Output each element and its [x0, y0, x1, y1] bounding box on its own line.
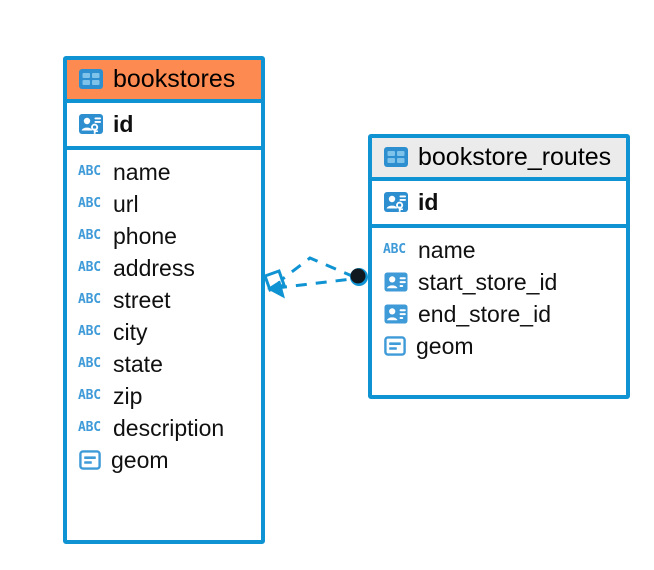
- field-row-address[interactable]: ABC address: [67, 252, 261, 284]
- entity-header-bookstore-routes[interactable]: bookstore_routes: [372, 138, 626, 177]
- field-name: geom: [111, 447, 169, 474]
- field-row-street[interactable]: ABC street: [67, 284, 261, 316]
- text-type-icon: ABC: [78, 164, 101, 180]
- field-row-geom[interactable]: geom: [372, 330, 626, 362]
- field-row-name[interactable]: ABC name: [67, 156, 261, 188]
- text-type-icon: ABC: [78, 292, 101, 308]
- field-list: ABC name ABC url ABC phone ABC address A…: [67, 150, 261, 483]
- geometry-type-icon: [79, 450, 101, 471]
- field-name: end_store_id: [418, 301, 551, 328]
- field-row-start-store-id[interactable]: start_store_id: [372, 266, 626, 298]
- field-name: state: [113, 351, 163, 378]
- field-row-state[interactable]: ABC state: [67, 348, 261, 380]
- crows-foot-diamond-icon: [263, 269, 286, 299]
- text-type-icon: ABC: [78, 388, 101, 404]
- field-list: ABC name start_store_id: [372, 228, 626, 369]
- field-row-end-store-id[interactable]: end_store_id: [372, 298, 626, 330]
- relationship-line-upper: [275, 256, 353, 286]
- field-name: start_store_id: [418, 269, 558, 296]
- field-name: name: [113, 159, 171, 186]
- entity-title: bookstores: [113, 64, 236, 93]
- text-type-icon: ABC: [78, 420, 101, 436]
- field-name: id: [113, 111, 134, 137]
- relationship-endpoint-circle: [350, 268, 368, 286]
- geometry-type-icon: [384, 336, 406, 357]
- foreign-key-icon: [384, 272, 408, 292]
- text-type-icon: ABC: [78, 260, 101, 276]
- table-icon: [79, 69, 103, 89]
- text-type-icon: ABC: [383, 242, 406, 258]
- primary-key-icon: [384, 192, 408, 213]
- field-row-geom[interactable]: geom: [67, 444, 261, 476]
- field-row-name[interactable]: ABC name: [372, 234, 626, 266]
- field-row-primary-key[interactable]: id: [372, 177, 626, 229]
- field-name: address: [113, 255, 195, 282]
- relationship-line-lower: [275, 277, 353, 290]
- field-name: description: [113, 415, 225, 442]
- field-name: city: [113, 319, 148, 346]
- field-name: geom: [416, 333, 474, 360]
- field-row-phone[interactable]: ABC phone: [67, 220, 261, 252]
- primary-key-icon: [79, 114, 103, 135]
- text-type-icon: ABC: [78, 356, 101, 372]
- field-row-description[interactable]: ABC description: [67, 412, 261, 444]
- entity-header-bookstores[interactable]: bookstores: [67, 60, 261, 99]
- field-name: name: [418, 237, 476, 264]
- field-name: id: [418, 189, 439, 215]
- entity-title: bookstore_routes: [418, 142, 612, 171]
- field-name: zip: [113, 383, 143, 410]
- foreign-key-icon: [384, 304, 408, 324]
- entity-table-bookstores[interactable]: bookstores id ABC name ABC url: [63, 56, 265, 544]
- field-row-primary-key[interactable]: id: [67, 99, 261, 151]
- text-type-icon: ABC: [78, 196, 101, 212]
- field-row-zip[interactable]: ABC zip: [67, 380, 261, 412]
- entity-table-bookstore-routes[interactable]: bookstore_routes id ABC name: [368, 134, 630, 399]
- text-type-icon: ABC: [78, 228, 101, 244]
- field-name: url: [113, 191, 139, 218]
- field-name: phone: [113, 223, 177, 250]
- field-name: street: [113, 287, 171, 314]
- text-type-icon: ABC: [78, 324, 101, 340]
- field-row-city[interactable]: ABC city: [67, 316, 261, 348]
- table-icon: [384, 147, 408, 167]
- field-row-url[interactable]: ABC url: [67, 188, 261, 220]
